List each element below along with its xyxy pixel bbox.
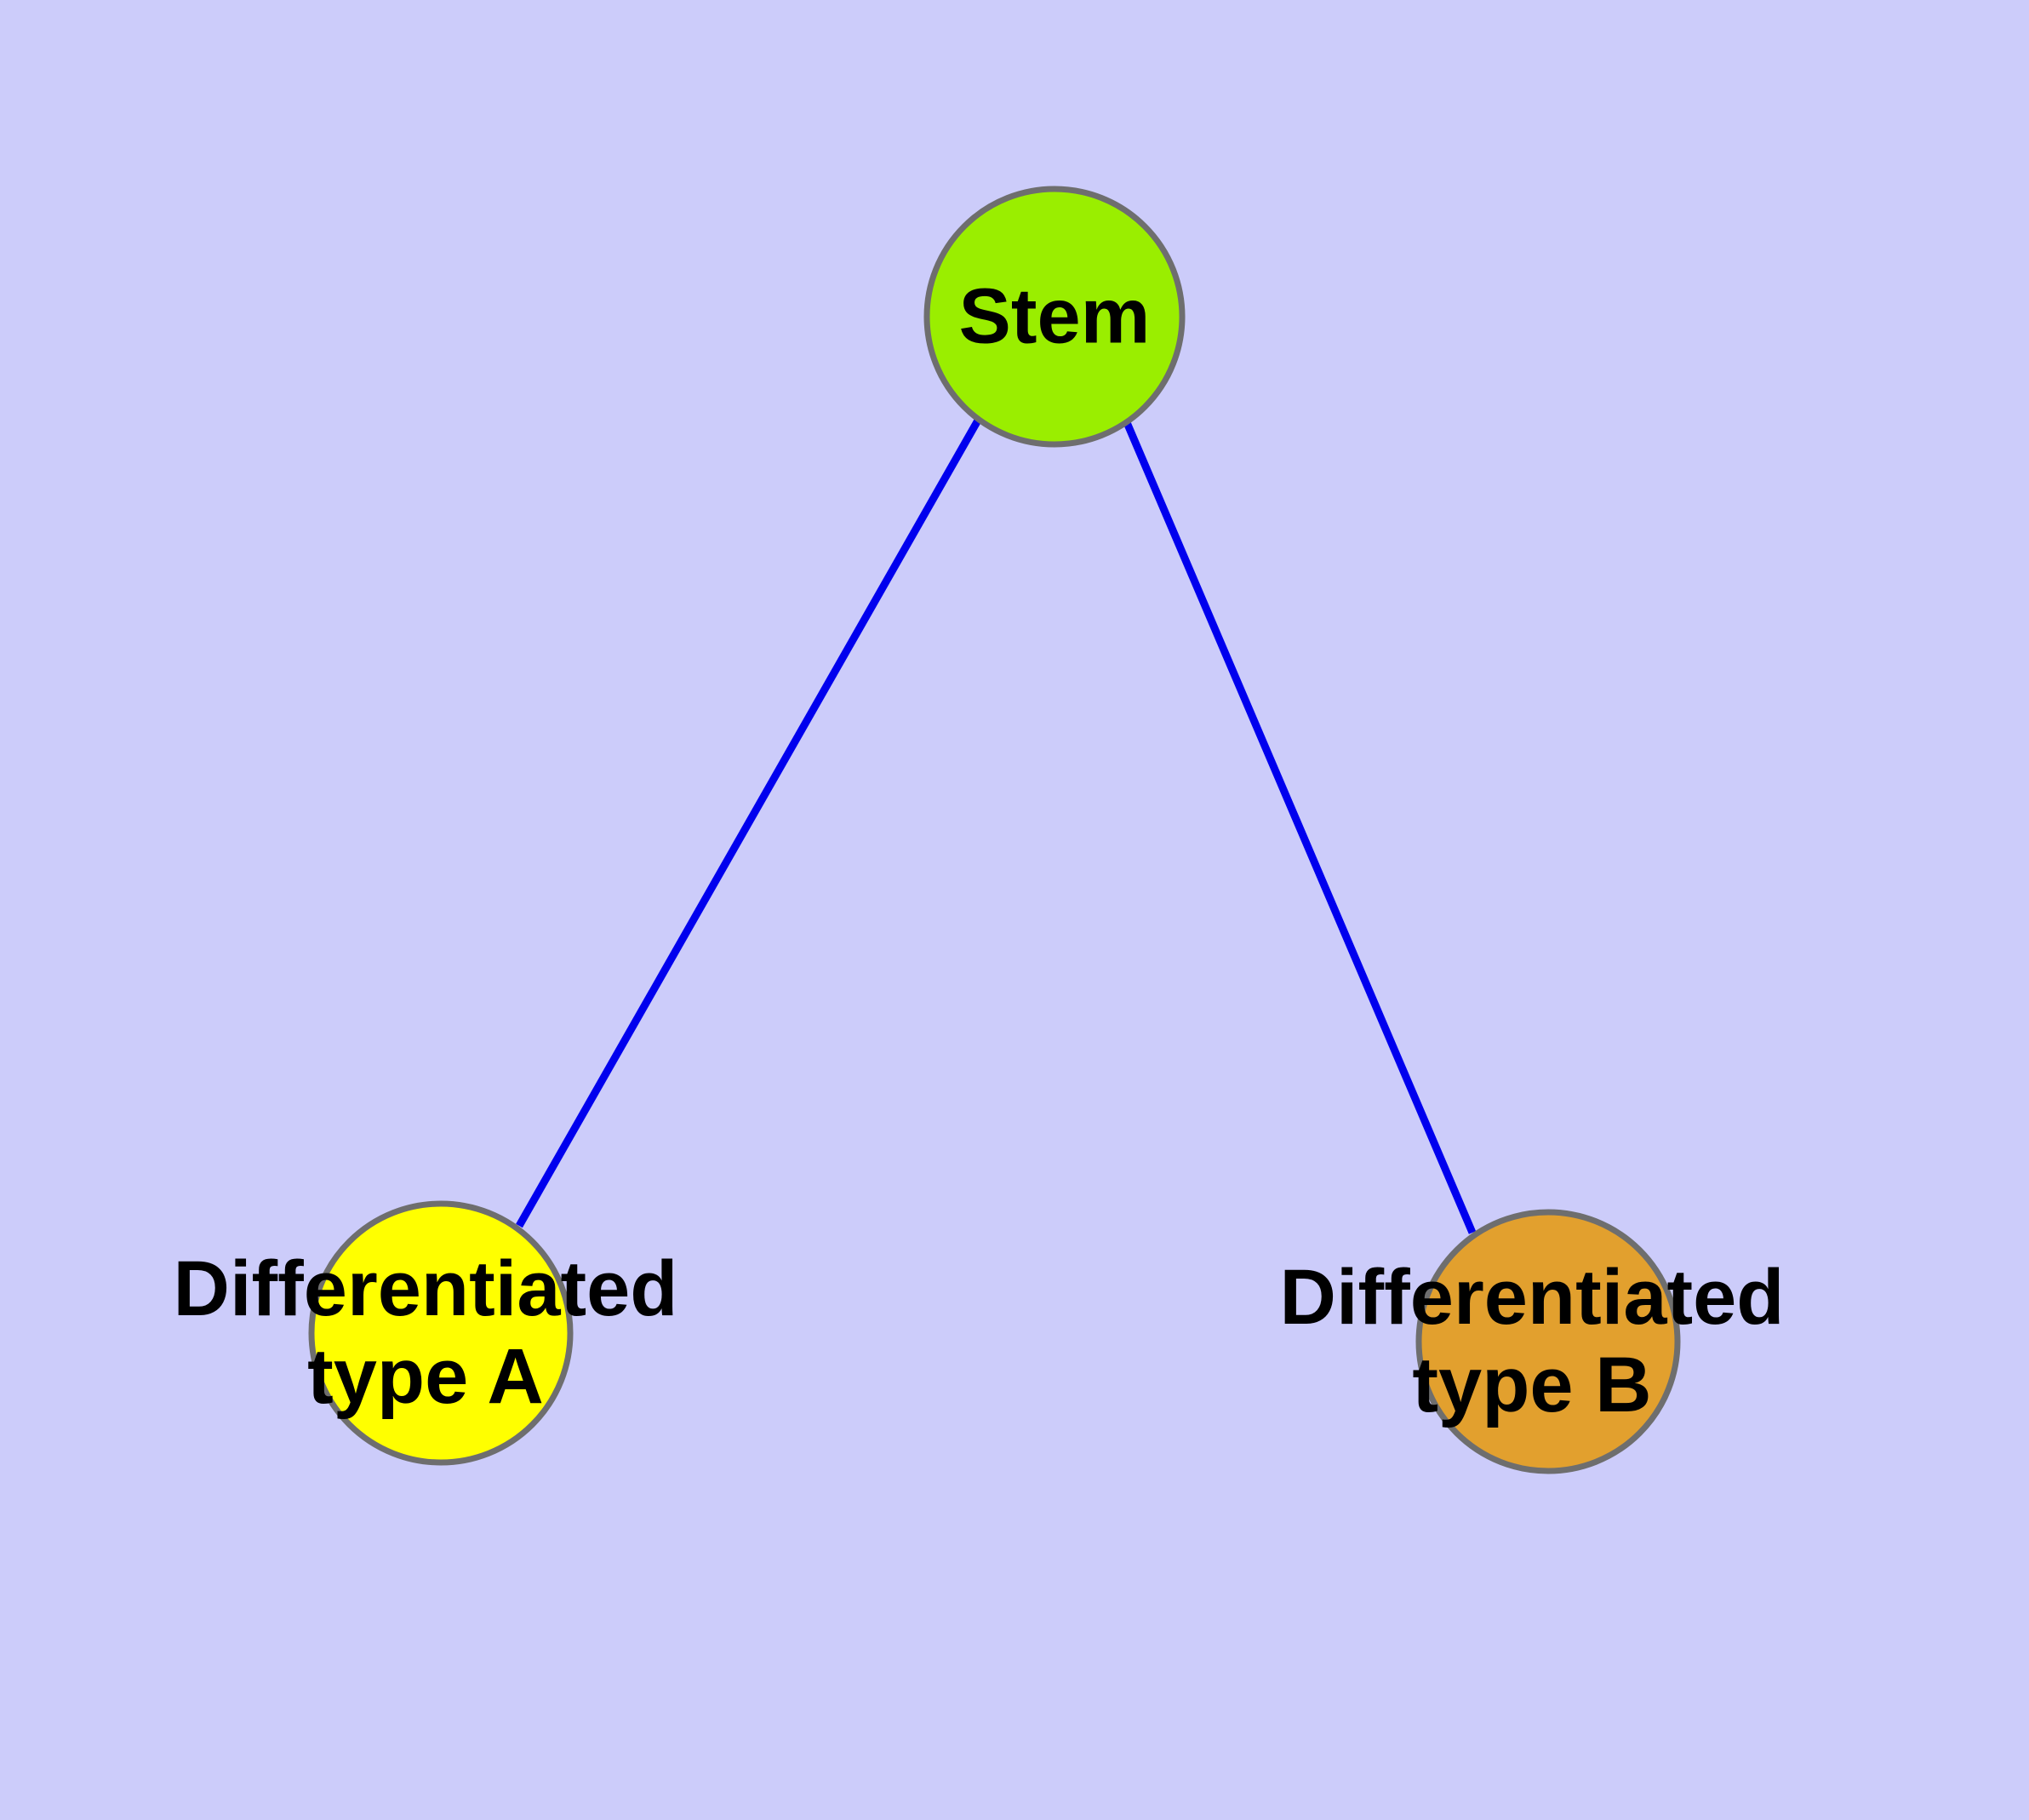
edge-stem-to-differentiated-type-b: [1122, 419, 1477, 1234]
edge-stem-to-differentiated-type-a: [516, 416, 982, 1228]
node-circle-differentiated-type-b[interactable]: [1415, 1209, 1681, 1474]
node-circle-differentiated-type-a[interactable]: [308, 1200, 574, 1466]
node-circle-stem[interactable]: [923, 186, 1186, 448]
